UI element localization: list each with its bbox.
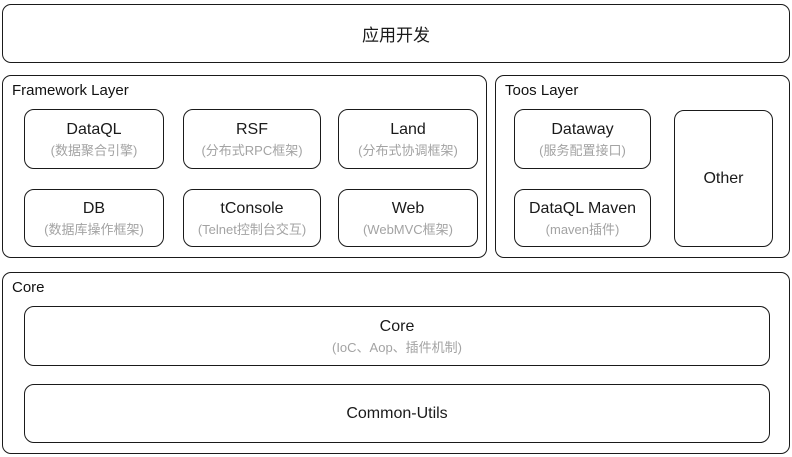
card-title: RSF (236, 120, 268, 138)
card-title: Other (703, 169, 744, 187)
card-dataql-maven: DataQL Maven (maven插件) (514, 189, 651, 247)
card-title: DataQL Maven (528, 199, 636, 217)
card-rsf: RSF (分布式RPC框架) (183, 109, 321, 169)
card-other: Other (674, 110, 773, 247)
card-title: Core (379, 317, 415, 335)
framework-layer-container: Framework Layer DataQL (数据聚合引擎) RSF (分布式… (2, 75, 487, 258)
card-title: DataQL (66, 120, 122, 138)
card-subtitle: (分布式RPC框架) (201, 142, 303, 158)
card-common-utils: Common-Utils (24, 384, 770, 443)
card-tconsole: tConsole (Telnet控制台交互) (183, 189, 321, 247)
card-dataway: Dataway (服务配置接口) (514, 109, 651, 169)
card-dataql: DataQL (数据聚合引擎) (24, 109, 164, 169)
tools-layer-label: Toos Layer (505, 82, 579, 99)
card-subtitle: (数据库操作框架) (44, 221, 144, 237)
card-subtitle: (IoC、Aop、插件机制) (331, 339, 463, 355)
app-layer-box: 应用开发 (2, 4, 790, 63)
card-title: Dataway (551, 120, 614, 138)
card-title: Land (390, 120, 426, 138)
core-layer-label: Core (12, 279, 45, 296)
card-db: DB (数据库操作框架) (24, 189, 164, 247)
card-subtitle: (数据聚合引擎) (50, 142, 138, 158)
core-layer-container: Core Core (IoC、Aop、插件机制) Common-Utils (2, 272, 790, 454)
card-land: Land (分布式协调框架) (338, 109, 478, 169)
card-core: Core (IoC、Aop、插件机制) (24, 306, 770, 366)
card-title: Web (391, 199, 425, 217)
card-subtitle: (分布式协调框架) (358, 142, 458, 158)
app-layer-title: 应用开发 (362, 26, 430, 45)
card-subtitle: (WebMVC框架) (362, 221, 454, 237)
card-title: DB (82, 199, 106, 217)
card-title: Common-Utils (346, 404, 448, 422)
tools-layer-container: Toos Layer Dataway (服务配置接口) DataQL Maven… (495, 75, 790, 258)
card-subtitle: (服务配置接口) (539, 142, 626, 158)
card-subtitle: (Telnet控制台交互) (197, 221, 307, 237)
card-subtitle: (maven插件) (545, 221, 620, 237)
card-web: Web (WebMVC框架) (338, 189, 478, 247)
framework-layer-label: Framework Layer (12, 82, 129, 99)
card-title: tConsole (220, 199, 284, 217)
